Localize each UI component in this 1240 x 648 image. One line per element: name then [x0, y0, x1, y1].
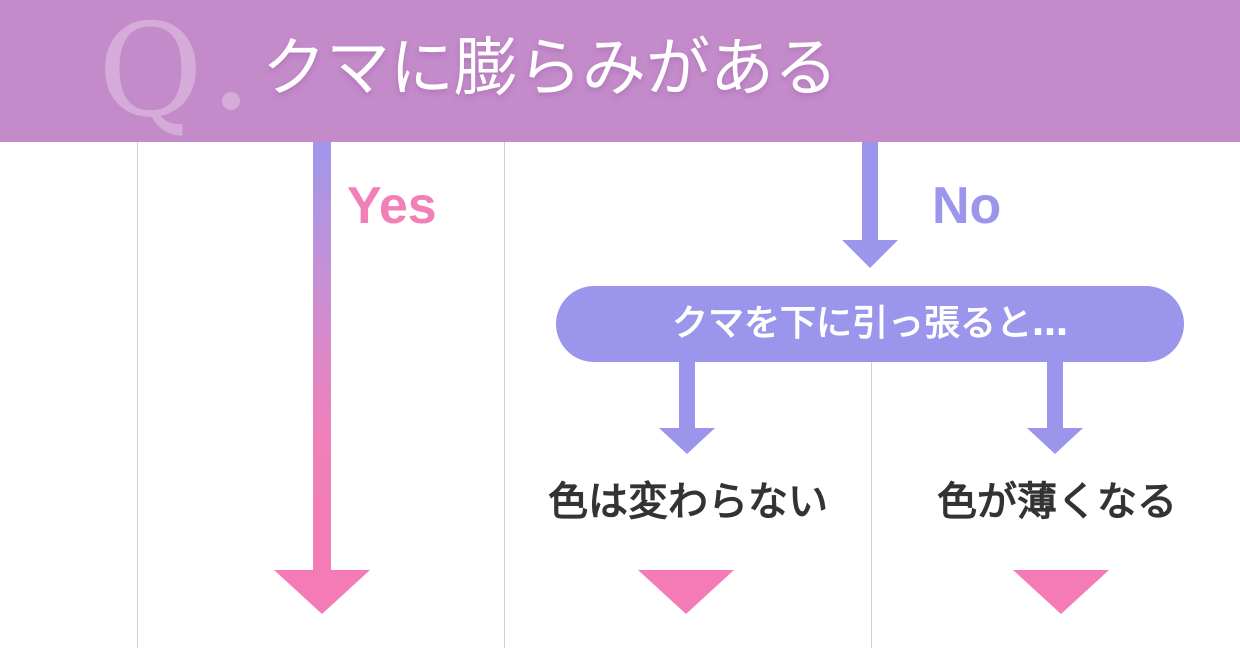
no-arrow-shaft	[862, 142, 878, 242]
condition-pill: クマを下に引っ張ると…	[556, 286, 1184, 362]
question-text: クマに膨らみがある	[262, 32, 838, 106]
column-divider-middle	[504, 142, 505, 648]
result-text-right: 色が薄くなる	[937, 479, 1177, 525]
column-divider-left	[137, 142, 138, 648]
yes-arrow-shaft	[313, 142, 331, 572]
result-text-left: 色は変わらない	[548, 479, 828, 525]
left-branch-arrow-shaft	[679, 360, 695, 430]
yes-arrow-head	[274, 570, 370, 614]
question-marker: Q	[98, 0, 203, 146]
right-branch-arrow-shaft	[1047, 360, 1063, 430]
question-banner: Q クマに膨らみがある	[0, 0, 1240, 142]
yes-label: Yes	[347, 177, 437, 235]
result-arrow-head-right	[1013, 570, 1109, 614]
right-branch-arrow-head	[1027, 428, 1083, 454]
no-arrow-head	[842, 240, 898, 268]
no-label: No	[932, 177, 1002, 235]
column-divider-right	[871, 362, 872, 648]
left-branch-arrow-head	[659, 428, 715, 454]
question-marker-dot	[222, 92, 240, 110]
result-arrow-head-left	[638, 570, 734, 614]
